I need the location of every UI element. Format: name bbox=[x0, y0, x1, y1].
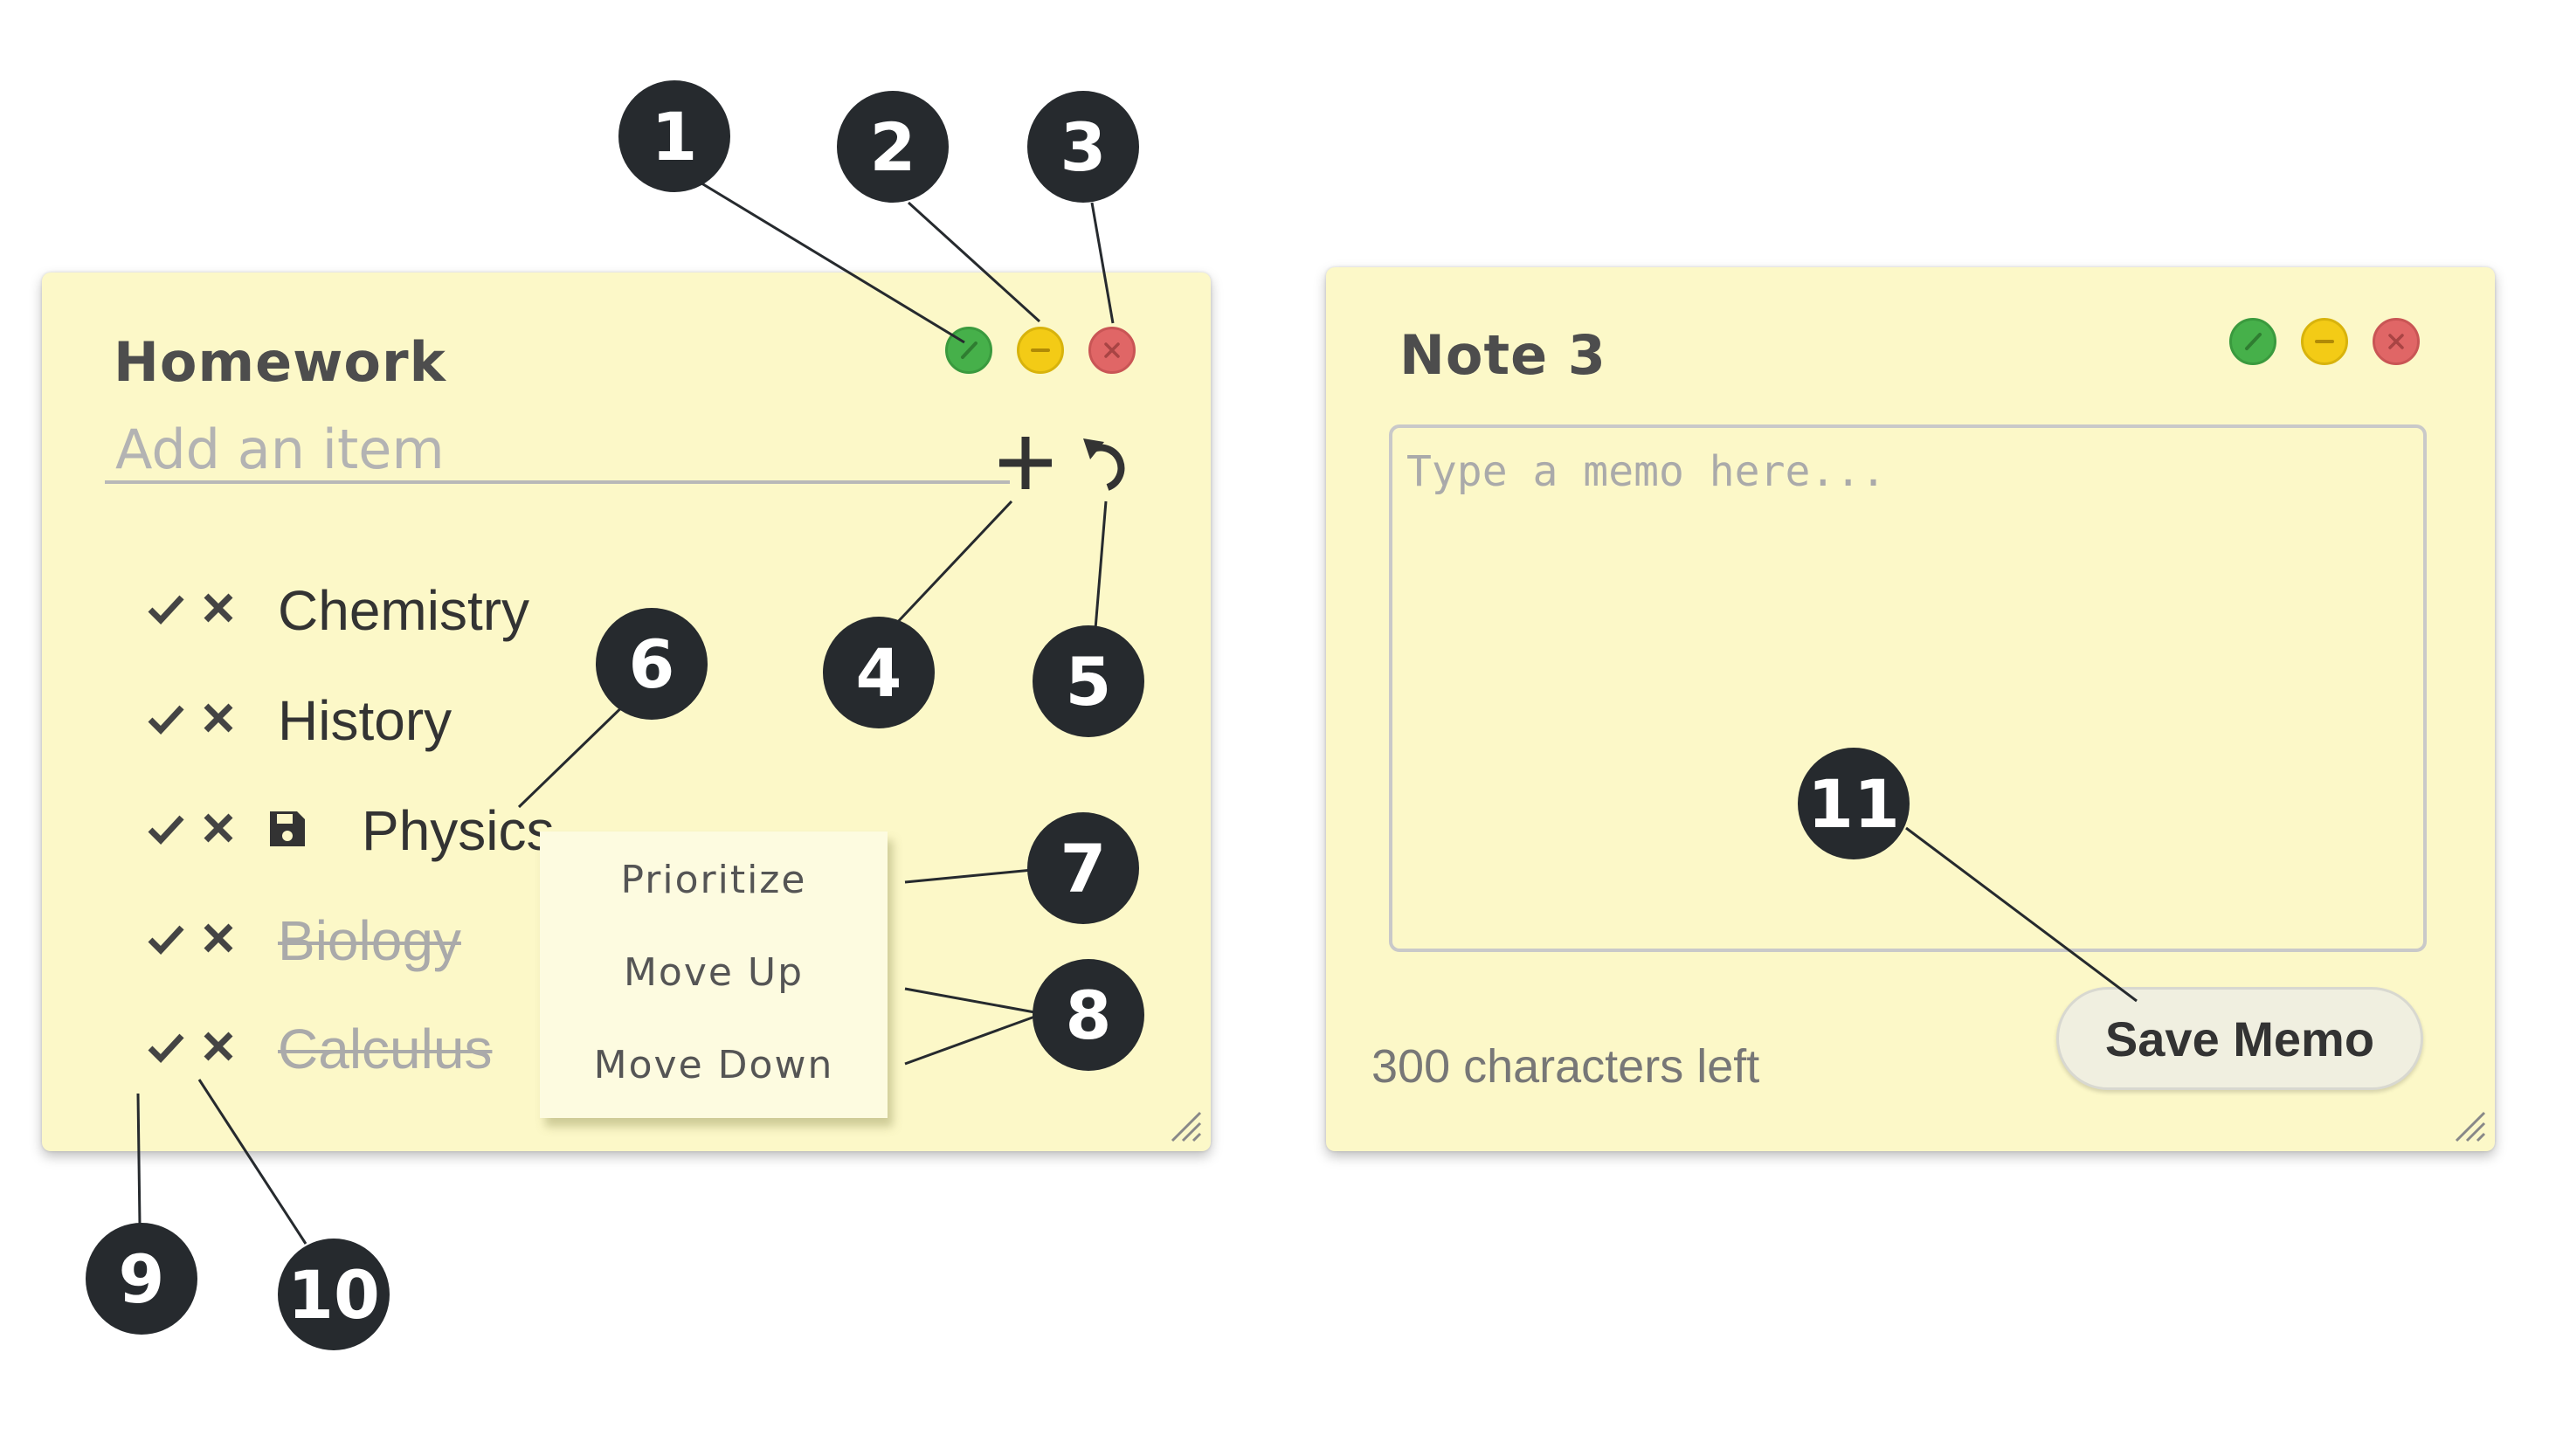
item-label[interactable]: Physics bbox=[362, 799, 555, 862]
edit-button[interactable] bbox=[2229, 318, 2276, 365]
resize-grip-icon[interactable] bbox=[1165, 1106, 1204, 1144]
delete-x-icon[interactable] bbox=[201, 921, 236, 956]
callout-badge: 10 bbox=[278, 1239, 390, 1350]
callout-badge: 1 bbox=[618, 80, 730, 192]
delete-x-icon[interactable] bbox=[201, 590, 236, 625]
undo-icon[interactable] bbox=[1074, 428, 1144, 498]
list-item: Biology bbox=[103, 908, 627, 978]
note-title: Note 3 bbox=[1399, 323, 1606, 387]
callout-badge: 11 bbox=[1798, 748, 1910, 859]
save-memo-button[interactable]: Save Memo bbox=[2056, 987, 2423, 1090]
callout-badge: 2 bbox=[837, 91, 949, 203]
check-icon[interactable] bbox=[147, 590, 185, 625]
add-item-input[interactable] bbox=[105, 417, 1010, 484]
delete-x-icon[interactable] bbox=[201, 811, 236, 845]
list-item: Calculus bbox=[103, 1017, 627, 1087]
list-item: History bbox=[103, 688, 627, 758]
item-label[interactable]: Calculus bbox=[278, 1018, 493, 1080]
floppy-disk-icon bbox=[270, 811, 305, 846]
minimize-button[interactable] bbox=[2301, 318, 2348, 365]
check-icon[interactable] bbox=[147, 811, 185, 845]
item-label[interactable]: Chemistry bbox=[278, 579, 530, 642]
callout-badge: 6 bbox=[596, 608, 708, 720]
check-icon[interactable] bbox=[147, 1029, 185, 1064]
check-icon[interactable] bbox=[147, 921, 185, 956]
close-button[interactable] bbox=[1088, 327, 1136, 374]
memo-note: Note 3 300 characters left Save Memo bbox=[1326, 267, 2495, 1151]
callout-badge: 3 bbox=[1027, 91, 1139, 203]
note-title: Homework bbox=[114, 330, 446, 394]
close-icon bbox=[1104, 342, 1120, 358]
menu-item-move-up[interactable]: Move Up bbox=[623, 950, 805, 995]
characters-left-counter: 300 characters left bbox=[1371, 1040, 1760, 1093]
close-icon bbox=[2388, 334, 2404, 349]
minus-icon bbox=[1031, 348, 1050, 352]
plus-icon[interactable] bbox=[991, 428, 1060, 498]
callout-badge: 5 bbox=[1033, 625, 1144, 737]
check-icon[interactable] bbox=[147, 700, 185, 735]
item-label[interactable]: Biology bbox=[278, 909, 461, 972]
item-label[interactable]: History bbox=[278, 689, 452, 752]
memo-textarea[interactable] bbox=[1389, 424, 2427, 952]
pencil-icon bbox=[961, 342, 977, 359]
minus-icon bbox=[2315, 340, 2334, 343]
close-button[interactable] bbox=[2373, 318, 2420, 365]
list-item: Physics bbox=[103, 798, 627, 868]
resize-grip-icon[interactable] bbox=[2449, 1106, 2488, 1144]
callout-badge: 7 bbox=[1027, 812, 1139, 924]
pencil-icon bbox=[2245, 333, 2262, 350]
delete-x-icon[interactable] bbox=[201, 1029, 236, 1064]
context-menu: Prioritize Move Up Move Down bbox=[540, 832, 888, 1118]
callout-badge: 8 bbox=[1033, 959, 1144, 1071]
menu-item-prioritize[interactable]: Prioritize bbox=[620, 858, 807, 902]
callout-badge: 9 bbox=[86, 1223, 197, 1335]
callout-badge: 4 bbox=[823, 617, 935, 728]
menu-item-move-down[interactable]: Move Down bbox=[593, 1043, 834, 1087]
list-item: Chemistry bbox=[103, 578, 627, 648]
minimize-button[interactable] bbox=[1017, 327, 1064, 374]
delete-x-icon[interactable] bbox=[201, 700, 236, 735]
